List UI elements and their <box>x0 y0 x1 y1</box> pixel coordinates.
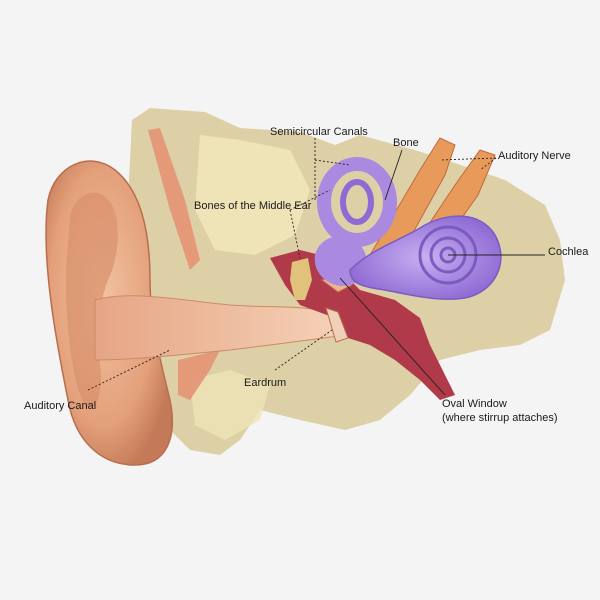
label-oval-window-note: (where stirrup attaches) <box>442 412 558 424</box>
bone-highlight <box>195 135 310 255</box>
muscle-strip <box>148 128 200 270</box>
leader-oval-window <box>339 277 446 396</box>
label-cochlea: Cochlea <box>548 246 589 258</box>
middle-ear <box>270 250 455 400</box>
label-auditory-nerve: Auditory Nerve <box>498 150 571 162</box>
leader-semicircular-canals <box>314 138 351 200</box>
ossicle <box>290 258 312 300</box>
label-auditory-canal: Auditory Canal <box>24 400 97 412</box>
eardrum-membrane <box>325 307 349 343</box>
semicircular-canal-inner <box>340 179 374 225</box>
label-eardrum: Eardrum <box>244 377 287 389</box>
label-semicircular-canals: Semicircular Canals <box>270 126 368 138</box>
label-oval-window: Oval Window <box>442 398 507 410</box>
label-bone: Bone <box>393 137 419 149</box>
bone-highlight-lower <box>190 370 270 440</box>
muscle-strip-lower <box>178 350 220 400</box>
leader-auditory-nerve <box>439 157 497 171</box>
leader-bone <box>384 149 403 201</box>
outer-ear-fold <box>65 192 118 408</box>
leader-auditory-canal <box>87 349 171 391</box>
label-bones-middle-ear: Bones of the Middle Ear <box>194 200 312 212</box>
semicircular-canal-outer <box>317 157 397 247</box>
leader-bones-middle-ear <box>289 189 331 259</box>
